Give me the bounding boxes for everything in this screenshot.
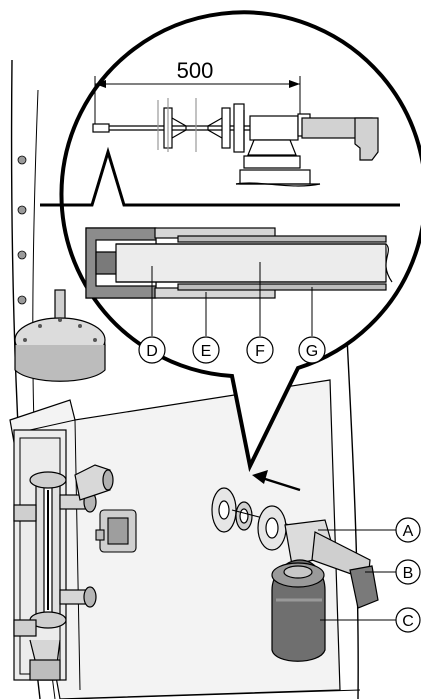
callout-B: B [395, 559, 421, 585]
callout-C-label: C [402, 613, 414, 630]
callout-leaders-defg [151, 262, 313, 336]
callout-C: C [395, 607, 421, 633]
callout-F-label: F [255, 343, 265, 360]
lance-drawing [92, 76, 379, 187]
callout-A: A [395, 517, 421, 543]
burner-assembly [211, 470, 379, 662]
callout-E: E [192, 336, 220, 364]
dimension-label: 500 [177, 58, 214, 83]
door-device [95, 509, 137, 553]
callout-leaders-abc [318, 529, 396, 621]
top-flange [14, 289, 106, 382]
callout-G: G [298, 336, 326, 364]
side-pipe [74, 464, 114, 501]
cross-section [85, 227, 393, 299]
callout-G-label: G [306, 343, 318, 360]
callout-A-label: A [403, 523, 414, 540]
callout-B-label: B [403, 565, 414, 582]
callout-F: F [246, 336, 274, 364]
separator-line [40, 146, 400, 207]
sight-glass [13, 471, 97, 681]
callout-D-label: D [146, 343, 158, 360]
callout-E-label: E [201, 343, 212, 360]
callout-D: D [138, 336, 166, 364]
